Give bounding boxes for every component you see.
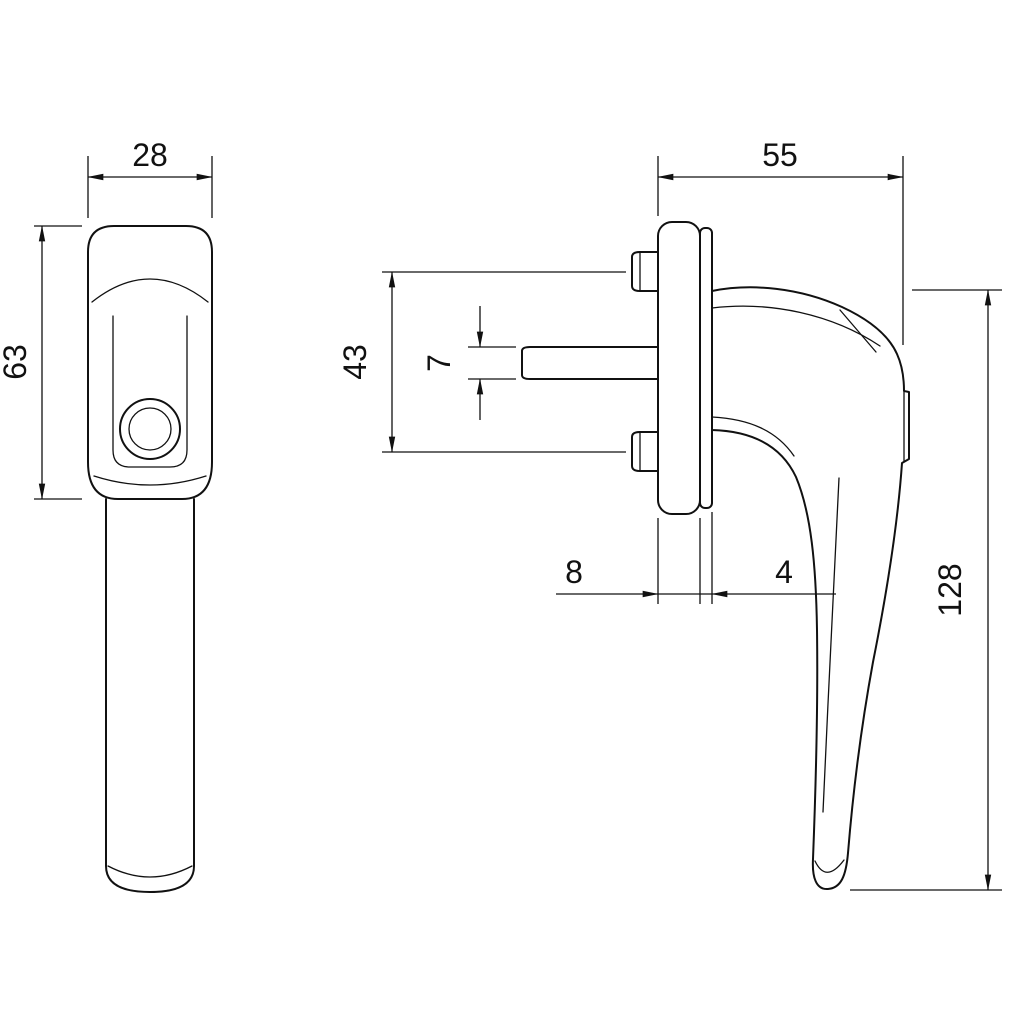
dim-label-63: 63 <box>0 344 33 380</box>
screw-top-outline <box>631 251 659 292</box>
handle-lever-outline <box>711 286 910 891</box>
grip-crease-line <box>822 477 840 813</box>
dimension-8-4: 8 4 <box>556 512 836 604</box>
dimension-28: 28 <box>87 137 213 218</box>
head-outline <box>87 225 213 500</box>
stem-outline <box>105 498 195 893</box>
button-inner-circle <box>128 407 172 451</box>
front-view <box>87 225 213 893</box>
screw-bottom-outline <box>631 431 659 472</box>
dimension-43: 43 <box>337 271 626 453</box>
dimension-128: 128 <box>850 289 1002 891</box>
dim-label-7: 7 <box>421 354 457 372</box>
dim-label-8: 8 <box>565 554 583 590</box>
dim-label-55: 55 <box>762 137 798 173</box>
base-plate-outline <box>657 221 701 515</box>
dim-label-128: 128 <box>932 563 968 616</box>
handle-bend-crease-line <box>839 309 877 353</box>
dimension-63: 63 <box>0 225 82 500</box>
dimension-55: 55 <box>657 137 904 345</box>
dimension-7: 7 <box>421 306 516 420</box>
stem-end-cap-line <box>107 865 193 878</box>
dim-label-4: 4 <box>775 554 793 590</box>
dim-label-43: 43 <box>337 344 373 380</box>
handle-neck-crease-line <box>711 416 795 457</box>
side-view <box>521 221 910 891</box>
head-dome-line <box>91 278 209 303</box>
grip-tip-line <box>814 859 845 873</box>
button-outer-circle <box>119 398 181 460</box>
spindle-outline <box>521 346 659 380</box>
head-recess-line <box>112 315 188 468</box>
dim-label-28: 28 <box>132 137 168 173</box>
plate-flange-outline <box>699 227 713 509</box>
head-collar-line <box>93 475 207 486</box>
